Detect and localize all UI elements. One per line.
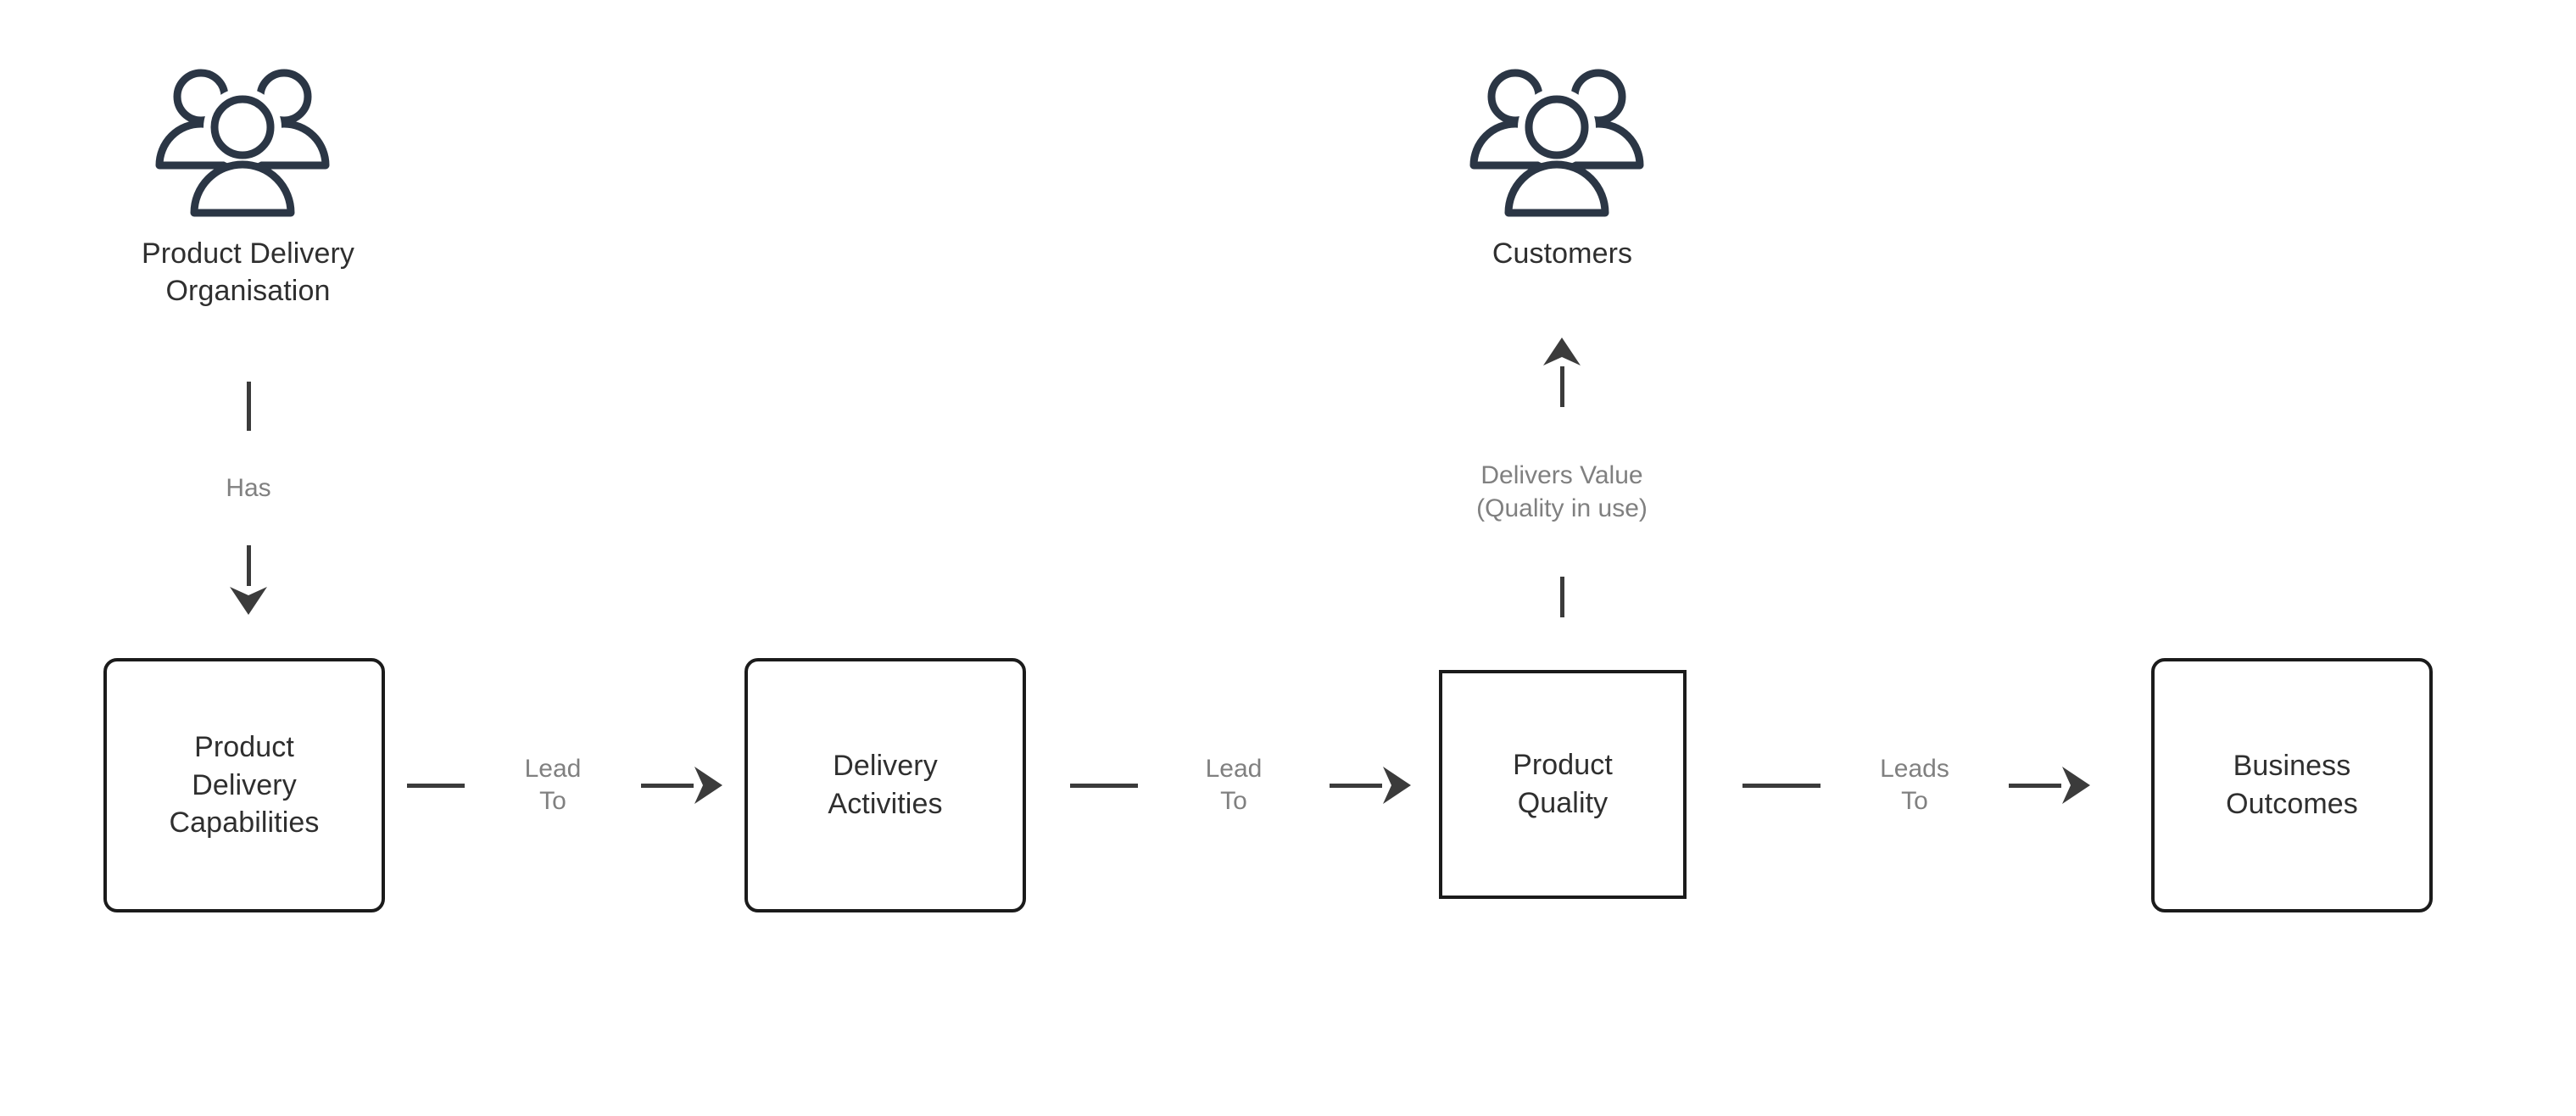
connector-stub <box>1559 577 1564 617</box>
node-label: Product Quality <box>1513 749 1613 819</box>
connector-has: Has <box>210 382 287 615</box>
arrow-down-icon <box>229 545 268 615</box>
people-group-icon <box>148 66 348 219</box>
connector-delivers-value: Delivers Value (Quality in use) <box>1435 338 1689 617</box>
connector-label: Leads To <box>1880 754 1949 815</box>
node-label: Delivery Activities <box>828 750 943 820</box>
arrow-right-icon <box>641 767 722 804</box>
node-label: Business Outcomes <box>2226 750 2358 820</box>
node-label: Product Delivery Capabilities <box>169 730 320 840</box>
node-product-delivery-capabilities[interactable]: Product Delivery Capabilities <box>103 658 385 912</box>
arrow-up-icon <box>1542 338 1581 407</box>
connector-stub <box>246 382 251 431</box>
connector-activities-lead-to-quality: Lead To <box>1070 746 1411 824</box>
node-product-quality[interactable]: Product Quality <box>1439 670 1687 899</box>
connector-capabilities-lead-to-activities: Lead To <box>407 746 722 824</box>
connector-stub <box>1742 783 1820 788</box>
connector-label: Lead To <box>524 754 582 815</box>
people-group-icon <box>1463 66 1662 219</box>
actor-caption: Product Delivery Organisation <box>141 237 355 307</box>
actor-customers: Customers <box>1463 66 1662 273</box>
arrow-right-icon <box>1330 767 1411 804</box>
node-business-outcomes[interactable]: Business Outcomes <box>2151 658 2433 912</box>
actor-caption: Customers <box>1492 237 1633 270</box>
connector-label: Has <box>226 474 271 502</box>
arrow-right-icon <box>2009 767 2090 804</box>
connector-stub <box>407 783 465 788</box>
connector-label: Delivers Value (Quality in use) <box>1476 461 1648 522</box>
connector-label: Lead To <box>1205 754 1263 815</box>
connector-stub <box>1070 783 1138 788</box>
actor-product-delivery-organisation: Product Delivery Organisation <box>131 66 365 310</box>
connector-quality-leads-to-outcomes: Leads To <box>1742 746 2090 824</box>
node-delivery-activities[interactable]: Delivery Activities <box>744 658 1026 912</box>
